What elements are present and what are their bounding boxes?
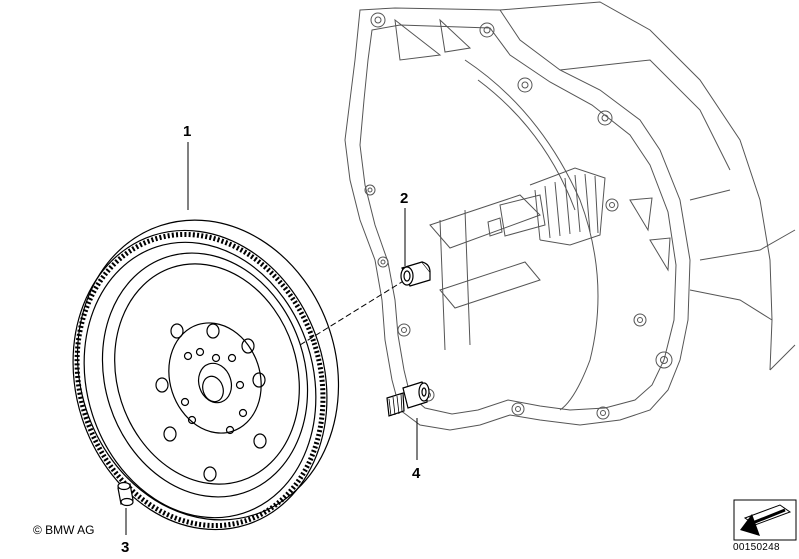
dowel-sleeve bbox=[117, 481, 134, 507]
transmission-housing bbox=[344, 1, 796, 431]
diagram-number: 00150248 bbox=[733, 542, 780, 553]
leader-lines bbox=[125, 142, 418, 535]
arrow-icon bbox=[733, 499, 797, 541]
callout-4: 4 bbox=[412, 465, 421, 482]
flywheel bbox=[72, 219, 340, 531]
pilot-bearing bbox=[400, 261, 431, 287]
copyright-notice: © BMW AG bbox=[33, 523, 95, 537]
center-line bbox=[299, 279, 406, 346]
callout-2: 2 bbox=[400, 190, 409, 207]
callout-3: 3 bbox=[121, 539, 130, 556]
callout-1: 1 bbox=[183, 123, 192, 140]
bolt bbox=[386, 381, 430, 417]
